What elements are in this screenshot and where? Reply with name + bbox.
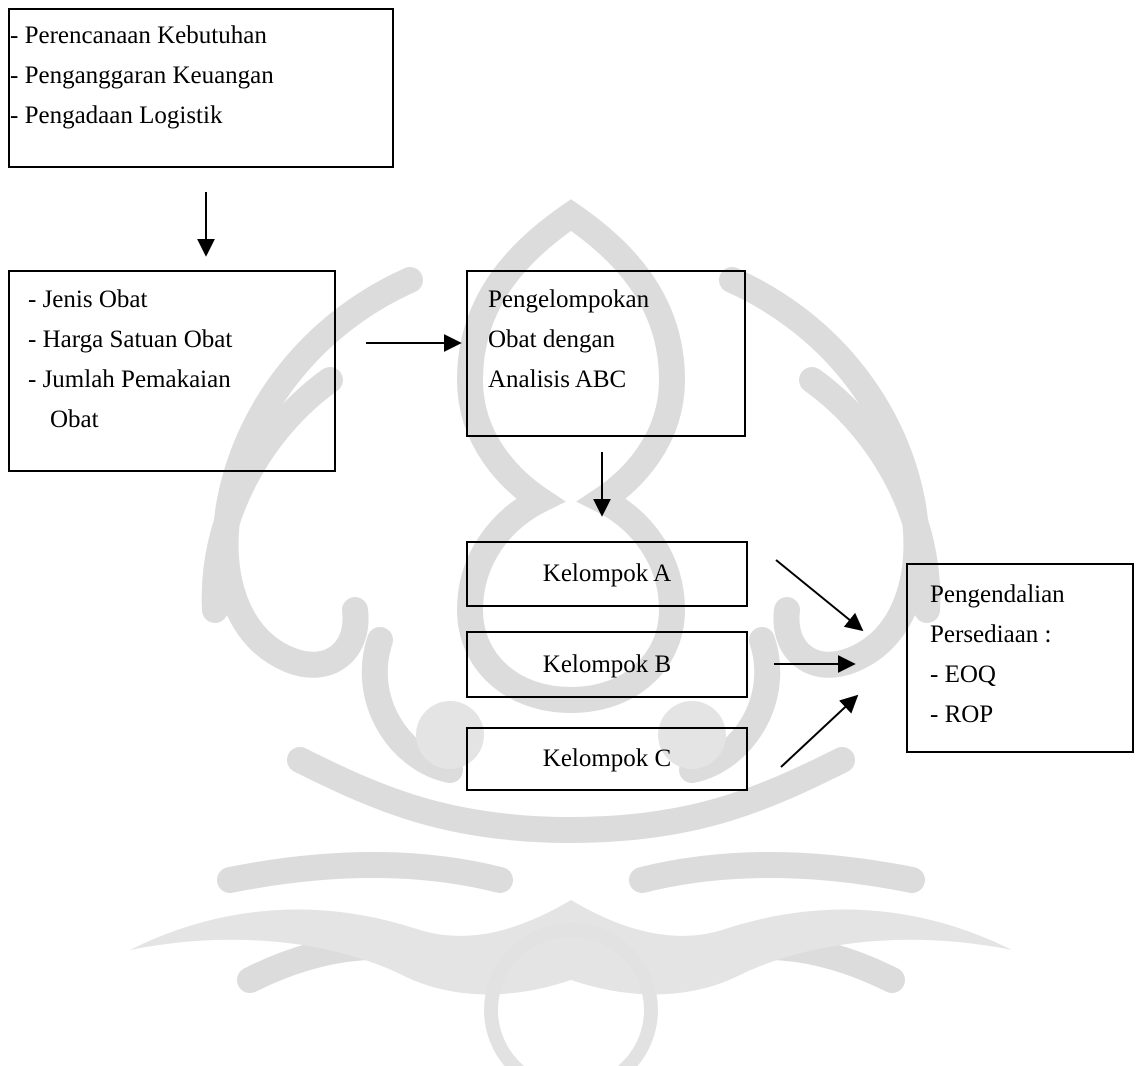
- abc-line-3: Analisis ABC: [488, 366, 627, 393]
- input-line-2: - Harga Satuan Obat: [28, 326, 233, 353]
- control-line-2: Persediaan :: [930, 621, 1052, 648]
- inventory-control-box: Pengendalian Persediaan : - EOQ - ROP: [906, 563, 1134, 753]
- input-line-1: - Jenis Obat: [28, 286, 148, 313]
- group-b-box: Kelompok B: [466, 631, 748, 698]
- input-box: - Jenis Obat - Harga Satuan Obat - Jumla…: [8, 270, 336, 472]
- input-line-4: Obat: [50, 406, 99, 433]
- group-b-label: Kelompok B: [542, 651, 672, 678]
- arrow-group-a-to-control: [775, 559, 864, 632]
- input-line-3: - Jumlah Pemakaian: [28, 366, 231, 393]
- control-line-1: Pengendalian: [930, 581, 1065, 608]
- abc-line-1: Pengelompokan: [488, 286, 650, 313]
- planning-line-1: - Perencanaan Kebutuhan: [10, 22, 267, 49]
- planning-line-3: - Pengadaan Logistik: [10, 102, 223, 129]
- planning-line-2: - Penganggaran Keuangan: [10, 62, 274, 89]
- abc-analysis-box: Pengelompokan Obat dengan Analisis ABC: [466, 270, 746, 437]
- group-c-label: Kelompok C: [542, 745, 672, 772]
- control-line-3: - EOQ: [930, 661, 996, 688]
- planning-box: - Perencanaan Kebutuhan - Penganggaran K…: [8, 8, 394, 168]
- group-a-label: Kelompok A: [542, 560, 672, 587]
- abc-line-2: Obat dengan: [488, 326, 616, 353]
- control-line-4: - ROP: [930, 701, 994, 728]
- group-a-box: Kelompok A: [466, 541, 748, 607]
- arrow-group-c-to-control: [780, 694, 859, 768]
- group-c-box: Kelompok C: [466, 727, 748, 791]
